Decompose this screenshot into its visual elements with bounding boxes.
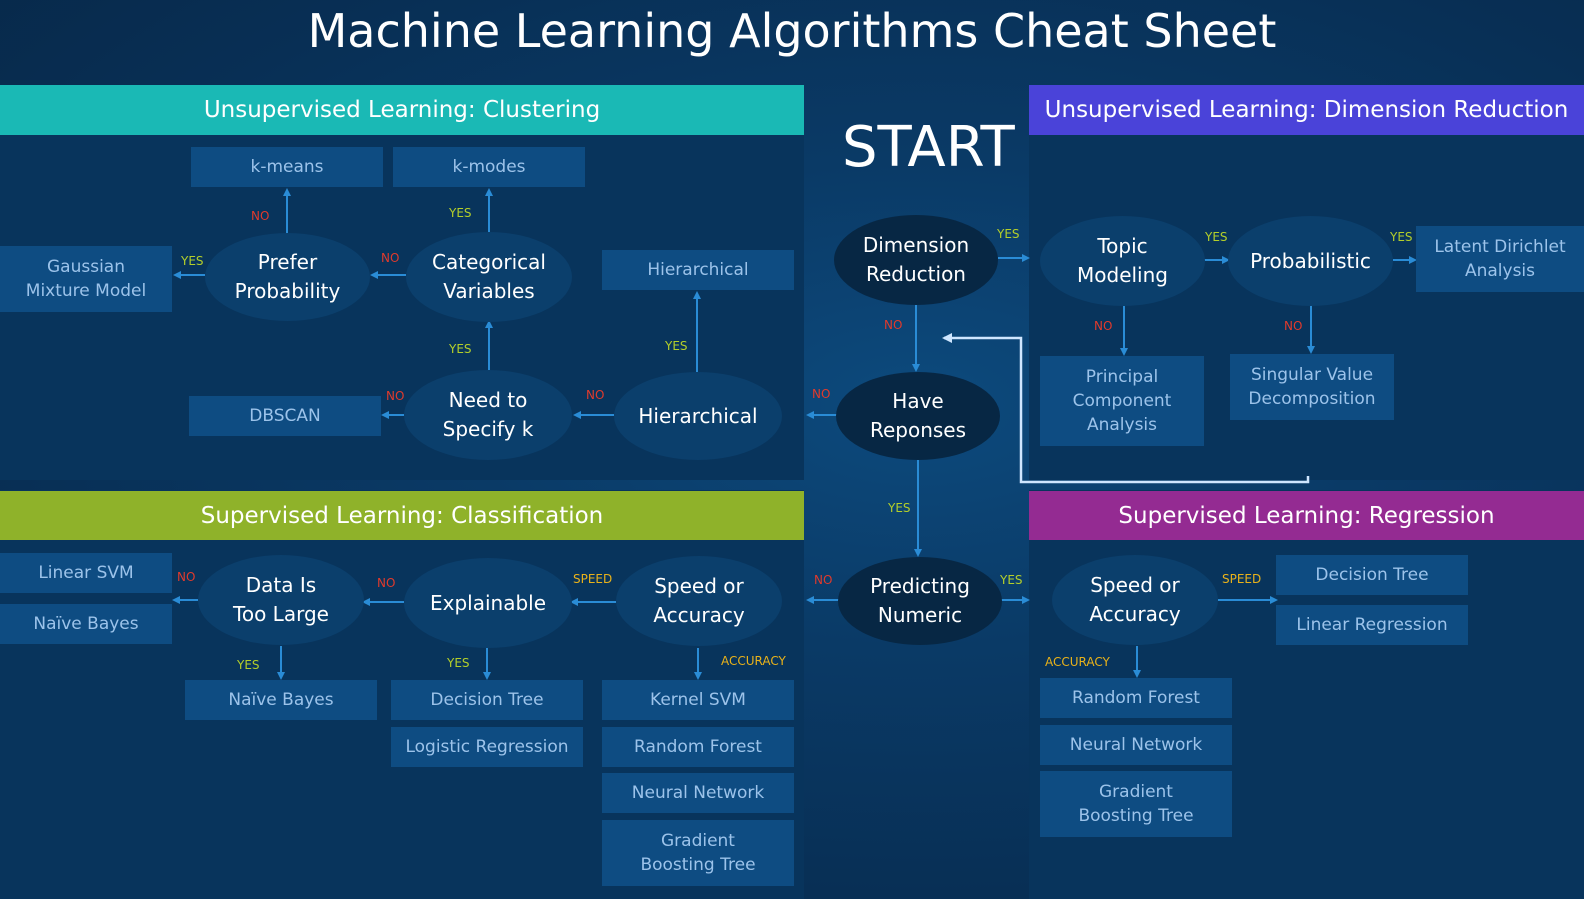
edge-label-no: NO	[381, 251, 400, 265]
edge-label-no: NO	[884, 318, 903, 332]
clustering-header: Unsupervised Learning: Clustering	[0, 85, 804, 135]
edge-label-no: NO	[812, 387, 831, 401]
decision-tree-classification-box[interactable]: Decision Tree	[391, 680, 583, 720]
naive-bayes-box-1[interactable]: Naïve Bayes	[0, 604, 172, 644]
k-means-box[interactable]: k-means	[191, 147, 383, 187]
probabilistic-node[interactable]: Probabilistic	[1228, 216, 1393, 306]
dbscan-box[interactable]: DBSCAN	[189, 396, 381, 436]
edge-label-yes: YES	[237, 658, 260, 672]
prefer-probability-node[interactable]: Prefer Probability	[205, 233, 370, 321]
speed-or-accuracy-regression-node[interactable]: Speed or Accuracy	[1052, 555, 1218, 645]
edge-label-yes: YES	[181, 254, 204, 268]
gradient-boosting-tree-classification-box[interactable]: Gradient Boosting Tree	[602, 820, 794, 886]
edge-label-no: NO	[251, 209, 270, 223]
categorical-variables-node[interactable]: Categorical Variables	[406, 232, 572, 322]
edge-label-yes: YES	[1390, 230, 1413, 244]
singular-value-decomposition-box[interactable]: Singular Value Decomposition	[1230, 354, 1394, 420]
data-too-large-node[interactable]: Data Is Too Large	[198, 555, 364, 645]
kernel-svm-box[interactable]: Kernel SVM	[602, 680, 794, 720]
dimension-reduction-node[interactable]: Dimension Reduction	[834, 215, 998, 305]
speed-or-accuracy-classification-node[interactable]: Speed or Accuracy	[616, 556, 782, 646]
edge-label-no: NO	[1094, 319, 1113, 333]
edge-label-no: NO	[586, 388, 605, 402]
k-modes-box[interactable]: k-modes	[393, 147, 585, 187]
edge-label-yes: YES	[449, 206, 472, 220]
latent-dirichlet-analysis-box[interactable]: Latent Dirichlet Analysis	[1416, 226, 1584, 292]
gaussian-mixture-model-box[interactable]: Gaussian Mixture Model	[0, 246, 172, 312]
random-forest-regression-box[interactable]: Random Forest	[1040, 678, 1232, 718]
naive-bayes-box-2[interactable]: Naïve Bayes	[185, 680, 377, 720]
edge-label-yes: YES	[1205, 230, 1228, 244]
edge-label-yes: YES	[665, 339, 688, 353]
edge-label-yes: YES	[449, 342, 472, 356]
regression-header: Supervised Learning: Regression	[1029, 491, 1584, 540]
edge-label-yes: YES	[1000, 573, 1023, 587]
logistic-regression-box[interactable]: Logistic Regression	[391, 727, 583, 767]
explainable-node[interactable]: Explainable	[404, 558, 572, 648]
predicting-numeric-node[interactable]: Predicting Numeric	[838, 557, 1002, 645]
edge-label-no: NO	[177, 570, 196, 584]
start-label: START	[842, 115, 1015, 180]
edge-label-no: NO	[814, 573, 833, 587]
have-responses-node[interactable]: Have Reponses	[836, 372, 1000, 460]
gradient-boosting-tree-regression-box[interactable]: Gradient Boosting Tree	[1040, 771, 1232, 837]
edge-label-speed: SPEED	[573, 572, 613, 586]
principal-component-analysis-box[interactable]: Principal Component Analysis	[1040, 356, 1204, 446]
hierarchical-node[interactable]: Hierarchical	[614, 372, 782, 460]
page-title: Machine Learning Algorithms Cheat Sheet	[307, 4, 1277, 58]
edge-label-accuracy: ACCURACY	[1045, 655, 1110, 669]
edge-label-accuracy: ACCURACY	[721, 654, 786, 668]
edge-label-speed: SPEED	[1222, 572, 1262, 586]
edge-label-no: NO	[377, 576, 396, 590]
topic-modeling-node[interactable]: Topic Modeling	[1040, 216, 1205, 306]
need-to-specify-k-node[interactable]: Need to Specify k	[404, 370, 572, 460]
edge-label-no: NO	[386, 389, 405, 403]
edge-label-yes: YES	[447, 656, 470, 670]
decision-tree-regression-box[interactable]: Decision Tree	[1276, 555, 1468, 595]
dimension-reduction-header: Unsupervised Learning: Dimension Reducti…	[1029, 85, 1584, 135]
classification-header: Supervised Learning: Classification	[0, 491, 804, 540]
neural-network-regression-box[interactable]: Neural Network	[1040, 725, 1232, 765]
edge-label-yes: YES	[888, 501, 911, 515]
linear-svm-box[interactable]: Linear SVM	[0, 553, 172, 593]
edge-label-yes: YES	[997, 227, 1020, 241]
linear-regression-box[interactable]: Linear Regression	[1276, 605, 1468, 645]
random-forest-classification-box[interactable]: Random Forest	[602, 727, 794, 767]
hierarchical-clustering-box[interactable]: Hierarchical	[602, 250, 794, 290]
neural-network-classification-box[interactable]: Neural Network	[602, 773, 794, 813]
edge-label-no: NO	[1284, 319, 1303, 333]
